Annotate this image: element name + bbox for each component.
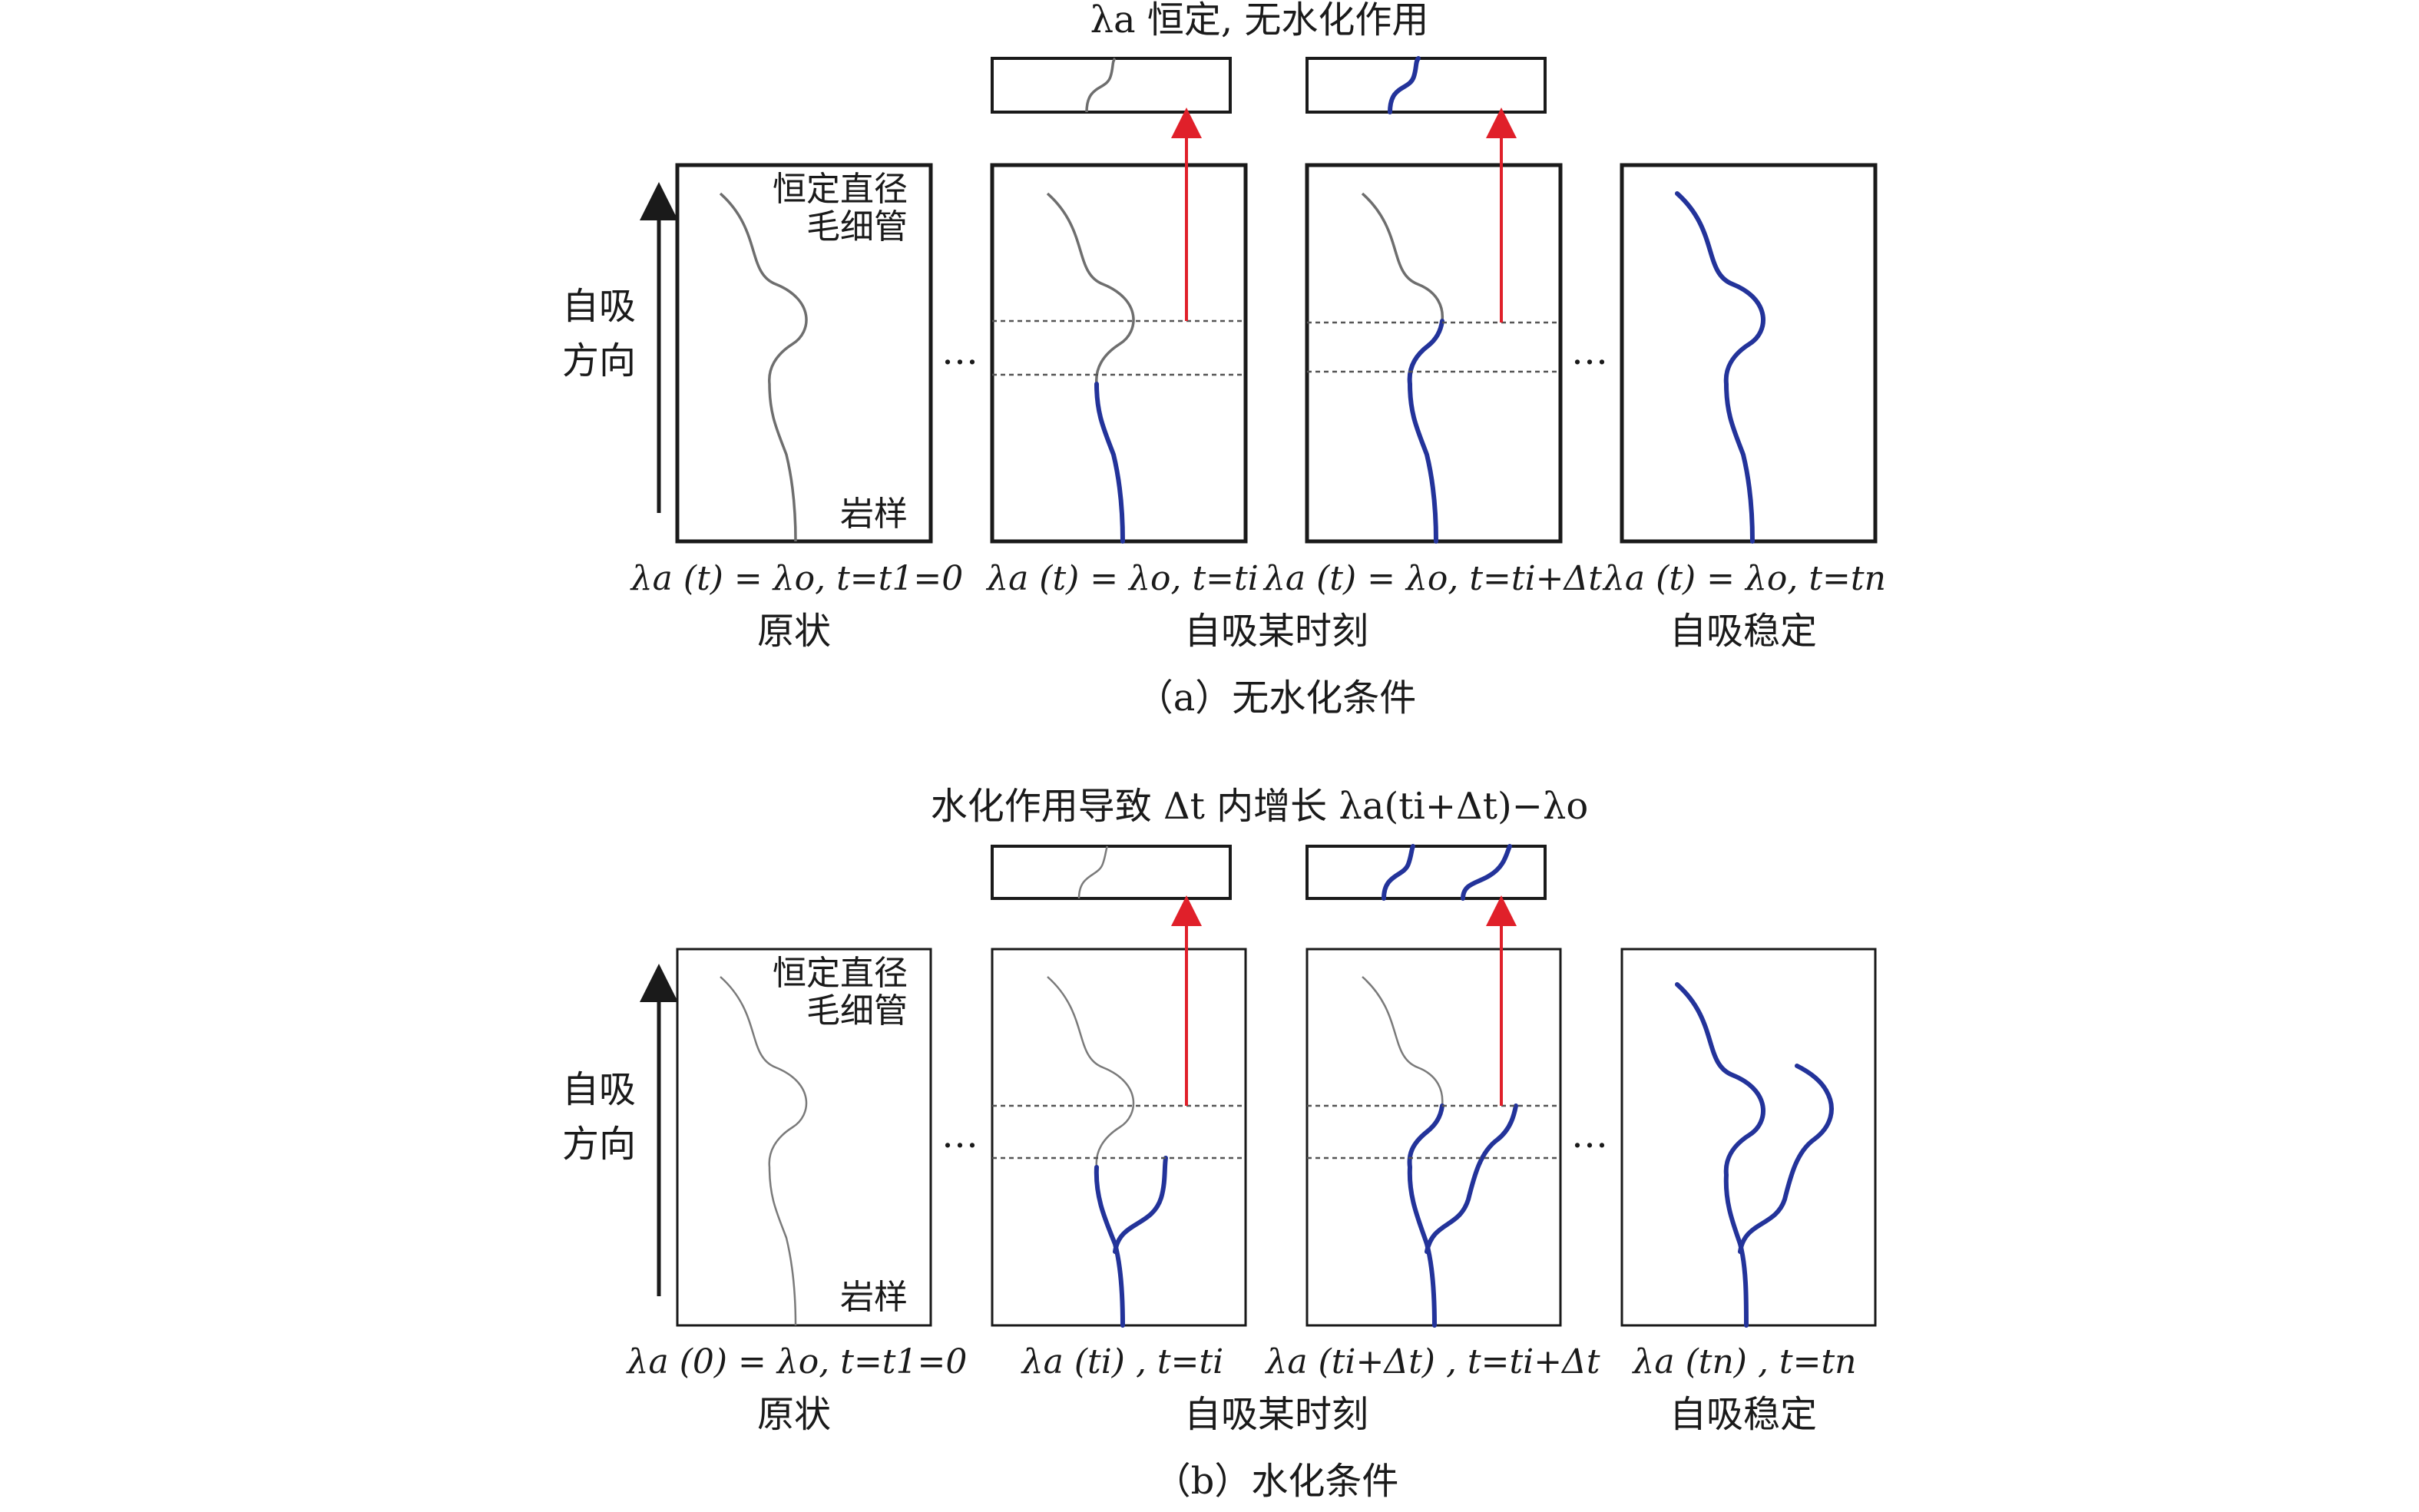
direction-label-a-2: 方向 [562, 339, 636, 382]
magnified-box-a1 [991, 57, 1232, 114]
direction-label-b-1: 自吸 [562, 1068, 636, 1111]
formula-a2: λa (t) = λo, t=ti [985, 559, 1259, 598]
part-a: λa 恒定, 无水化作用 自吸 方向 恒定直径 毛细管 岩样 … … [562, 0, 1886, 720]
caption-a: （a）无水化条件 [1137, 677, 1417, 720]
capillary-a3-imbibed [1407, 319, 1444, 544]
stage-b-stable: 自吸稳定 [1669, 1393, 1817, 1436]
magnified-box-a2 [1305, 57, 1547, 114]
panel-a1-original [675, 163, 933, 544]
capillary-b3-dry [1362, 976, 1444, 1107]
part-a-top-label: λa 恒定, 无水化作用 [1090, 0, 1429, 41]
magnified-capillary-b1 [1077, 845, 1109, 899]
panel-b1-original [676, 948, 932, 1327]
magnified-capillary-a1 [1085, 57, 1117, 113]
panel-b3-intermediate [1305, 948, 1562, 1327]
capillary-b3-imbibed-main [1407, 1103, 1444, 1328]
stage-a-stable: 自吸稳定 [1669, 610, 1817, 653]
stage-b-original: 原状 [757, 1393, 831, 1436]
panel-a1-text-top-1: 恒定直径 [773, 170, 908, 209]
capillary-a1 [719, 192, 808, 542]
panel-b1-text-top-2: 毛细管 [806, 991, 908, 1031]
magnified-box-b2 [1305, 845, 1547, 900]
formula-b4: λa (tn) , t=tn [1632, 1342, 1857, 1381]
stage-a-original: 原状 [757, 610, 831, 653]
ellipsis-a-1: … [941, 330, 978, 373]
caption-b: （b）水化条件 [1154, 1460, 1399, 1503]
direction-label-b-2: 方向 [562, 1123, 636, 1166]
capillary-a2-imbibed [1094, 382, 1125, 544]
ellipsis-b-2: … [1571, 1113, 1608, 1156]
capillary-b4-imbibed-branch [1738, 1064, 1834, 1254]
capillary-b2-imbibed-branch [1113, 1156, 1168, 1254]
formula-b1: λa (0) = λo, t=t1=0 [626, 1342, 968, 1381]
panel-a1-text-top-2: 毛细管 [806, 207, 908, 246]
panel-b1-text-top-1: 恒定直径 [773, 954, 908, 993]
capillary-a4-imbibed [1675, 191, 1765, 544]
formula-a1: λa (t) = λo, t=t1=0 [630, 559, 963, 598]
part-b: 水化作用导致 Δt 内增长 λa(ti+Δt)−λo 自吸 方向 恒定直径 毛细… [562, 785, 1877, 1503]
panel-b1-text-bottom: 岩样 [840, 1278, 908, 1317]
magnified-capillary-b2-left [1382, 844, 1415, 901]
magnified-box-b1 [991, 845, 1232, 900]
capillary-b3-imbibed-branch [1425, 1103, 1518, 1254]
capillary-b1 [720, 976, 808, 1326]
stage-a-moment: 自吸某时刻 [1184, 610, 1368, 653]
formula-a3: λa (t) = λo, t=ti+Δt [1262, 559, 1602, 598]
magnified-capillary-a2 [1388, 56, 1421, 114]
formula-a4: λa (t) = λo, t=tn [1602, 559, 1886, 598]
ellipsis-b-1: … [941, 1113, 978, 1156]
formula-b3: λa (ti+Δt) , t=ti+Δt [1264, 1342, 1600, 1381]
formula-b2: λa (ti) , t=ti [1021, 1342, 1223, 1381]
capillary-b2-dry [1047, 976, 1135, 1168]
magnified-capillary-b2-right [1461, 844, 1512, 901]
direction-label-a-1: 自吸 [562, 285, 636, 328]
panel-a1-text-bottom: 岩样 [840, 495, 908, 534]
capillary-a3-dry [1361, 192, 1444, 322]
ellipsis-a-2: … [1571, 330, 1608, 373]
part-b-top-label: 水化作用导致 Δt 内增长 λa(ti+Δt)−λo [931, 785, 1589, 828]
capillary-a2-dry [1046, 192, 1135, 385]
stage-b-moment: 自吸某时刻 [1184, 1393, 1368, 1436]
